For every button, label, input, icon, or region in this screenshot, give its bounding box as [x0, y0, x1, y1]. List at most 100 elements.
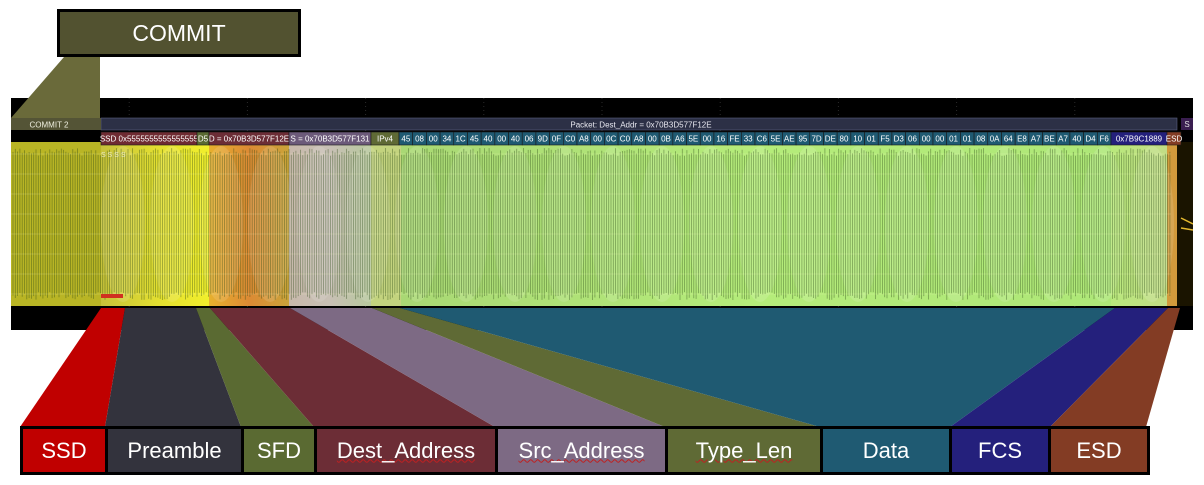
decode-data-byte-text: 00 [497, 135, 506, 144]
decode-data-byte-text: DE [825, 135, 836, 144]
decode-data-byte-text: 00 [648, 135, 657, 144]
decode-data-byte-text: 01 [963, 135, 972, 144]
decode-data-byte-text: F6 [1099, 135, 1109, 144]
decode-data-byte-text: 40 [511, 135, 520, 144]
waveform-eye [493, 146, 537, 302]
right-edge-bar [1181, 118, 1193, 130]
decode-data-byte-text: FE [729, 135, 739, 144]
decode-data-byte-text: 33 [744, 135, 753, 144]
waveform-eye [199, 146, 243, 302]
decode-data-byte-text: 01 [949, 135, 958, 144]
waveform-eye [395, 146, 439, 302]
decode-data-byte-text: A8 [579, 135, 589, 144]
decode-data-byte-text: 00 [703, 135, 712, 144]
decode-data-byte-text: F5 [880, 135, 890, 144]
waveform-level-lines [11, 153, 1171, 295]
legend-label-data: Data [862, 437, 910, 463]
ssd-sub-label: S S S S [101, 152, 126, 159]
decode-data-byte-text: D4 [1085, 135, 1096, 144]
waveform-type-region [371, 142, 401, 306]
waveform-eye [738, 146, 782, 302]
waveform-eye [1032, 146, 1076, 302]
right-edge-label: S [1184, 120, 1189, 129]
waveform-preamble-region [101, 142, 209, 306]
commit-bar-label: COMMIT 2 [30, 121, 70, 130]
connector-dest [210, 308, 495, 427]
decode-data-byte-text: 01 [867, 135, 876, 144]
decode-data-byte-text: A8 [634, 135, 644, 144]
decode-data-byte-text: 5E [771, 135, 781, 144]
legend-box-data: Data [823, 429, 952, 472]
decode-data-byte-text: BE [1044, 135, 1055, 144]
decode-data-byte-text: 0F [552, 135, 561, 144]
legend-box-sfd: SFD [244, 429, 317, 472]
waveform-eye [346, 146, 390, 302]
waveform-eye [248, 146, 292, 302]
decode-esd-text: ESD [1166, 135, 1183, 144]
waveform-eye [934, 146, 978, 302]
commit-callout-box: COMMIT [57, 9, 301, 57]
decode-data-byte-text: 95 [798, 135, 807, 144]
waveform-eye [836, 146, 880, 302]
legend-box-dest: Dest_Address [317, 429, 498, 472]
oscilloscope-display: Packet: Dest_Addr = 0x70B3D577F12E COMMIT… [11, 98, 1194, 330]
legend-box-src: Src_Address [498, 429, 668, 472]
decode-data-byte-text: 9D [538, 135, 548, 144]
waveform-esd-region [1167, 142, 1177, 306]
waveform-fcs-region [1111, 142, 1167, 306]
connector-type [372, 308, 820, 427]
decode-data-byte-text: 08 [976, 135, 985, 144]
connector-esd [1050, 308, 1180, 427]
decode-data-byte-text: 06 [525, 135, 534, 144]
legend-label-ssd: SSD [41, 437, 87, 463]
decode-data-byte-text: 80 [840, 135, 849, 144]
decode-ssd-text: SSD 0x5555555555555555 [100, 135, 199, 144]
decode-data-byte-text: 00 [593, 135, 602, 144]
waveform-eye [542, 146, 586, 302]
ssd-marker [101, 294, 123, 298]
connector-fcs [950, 308, 1168, 427]
decode-data-byte-text: 06 [908, 135, 917, 144]
decode-data-byte-text: 10 [853, 135, 862, 144]
waveform-eye [150, 146, 194, 302]
decode-data-byte-text: 40 [1072, 135, 1081, 144]
connector-data [400, 308, 1115, 427]
decode-data-byte-text: C0 [620, 135, 631, 144]
decode-data-byte-text: 1C [455, 135, 465, 144]
legend-box-type: Type_Len [668, 429, 823, 472]
decode-data-byte-text: E8 [1017, 135, 1027, 144]
decode-data-byte-text: 64 [1004, 135, 1013, 144]
waveform-tail [1177, 142, 1193, 306]
legend-label-preamble: Preamble [127, 437, 222, 463]
decode-data-byte-text: 0A [990, 135, 1000, 144]
decode-src-text: S = 0x70B3D577F131 [291, 135, 370, 144]
decode-data-byte-text: 5E [688, 135, 698, 144]
waveform-data-region [401, 142, 1111, 306]
legend-label-fcs: FCS [978, 437, 1022, 463]
waveform-idle-region [11, 142, 101, 306]
commit-callout-label: COMMIT [132, 19, 226, 46]
waveform-eye [640, 146, 684, 302]
decode-data-byte-text: 7D [811, 135, 821, 144]
decode-data-byte-text: 45 [470, 135, 479, 144]
legend-box-fcs: FCS [952, 429, 1051, 472]
waveform-tail-trace [1180, 217, 1194, 231]
legend-label-esd: ESD [1076, 437, 1122, 463]
decode-data-byte-text: 08 [415, 135, 424, 144]
legend-box-esd: ESD [1051, 429, 1147, 472]
decode-data-byte-text: 16 [716, 135, 725, 144]
decode-data-byte-text: C6 [757, 135, 768, 144]
commit-bar [11, 118, 101, 130]
waveform-eye [787, 146, 831, 302]
decode-data-byte-text: A7 [1031, 135, 1041, 144]
decode-data-byte-text: 0C [606, 135, 616, 144]
waveform-eye [1081, 146, 1125, 302]
waveform-eye [101, 146, 145, 302]
decode-data-byte-text: 00 [429, 135, 438, 144]
legend-label-sfd: SFD [257, 437, 301, 463]
decode-dest-text: D = 0x70B3D577F12E [209, 135, 289, 144]
decode-data-byte-text: AE [784, 135, 795, 144]
packet-label: Packet: Dest_Addr = 0x70B3D577F12E [570, 121, 711, 130]
decode-data-byte-text: 00 [935, 135, 944, 144]
